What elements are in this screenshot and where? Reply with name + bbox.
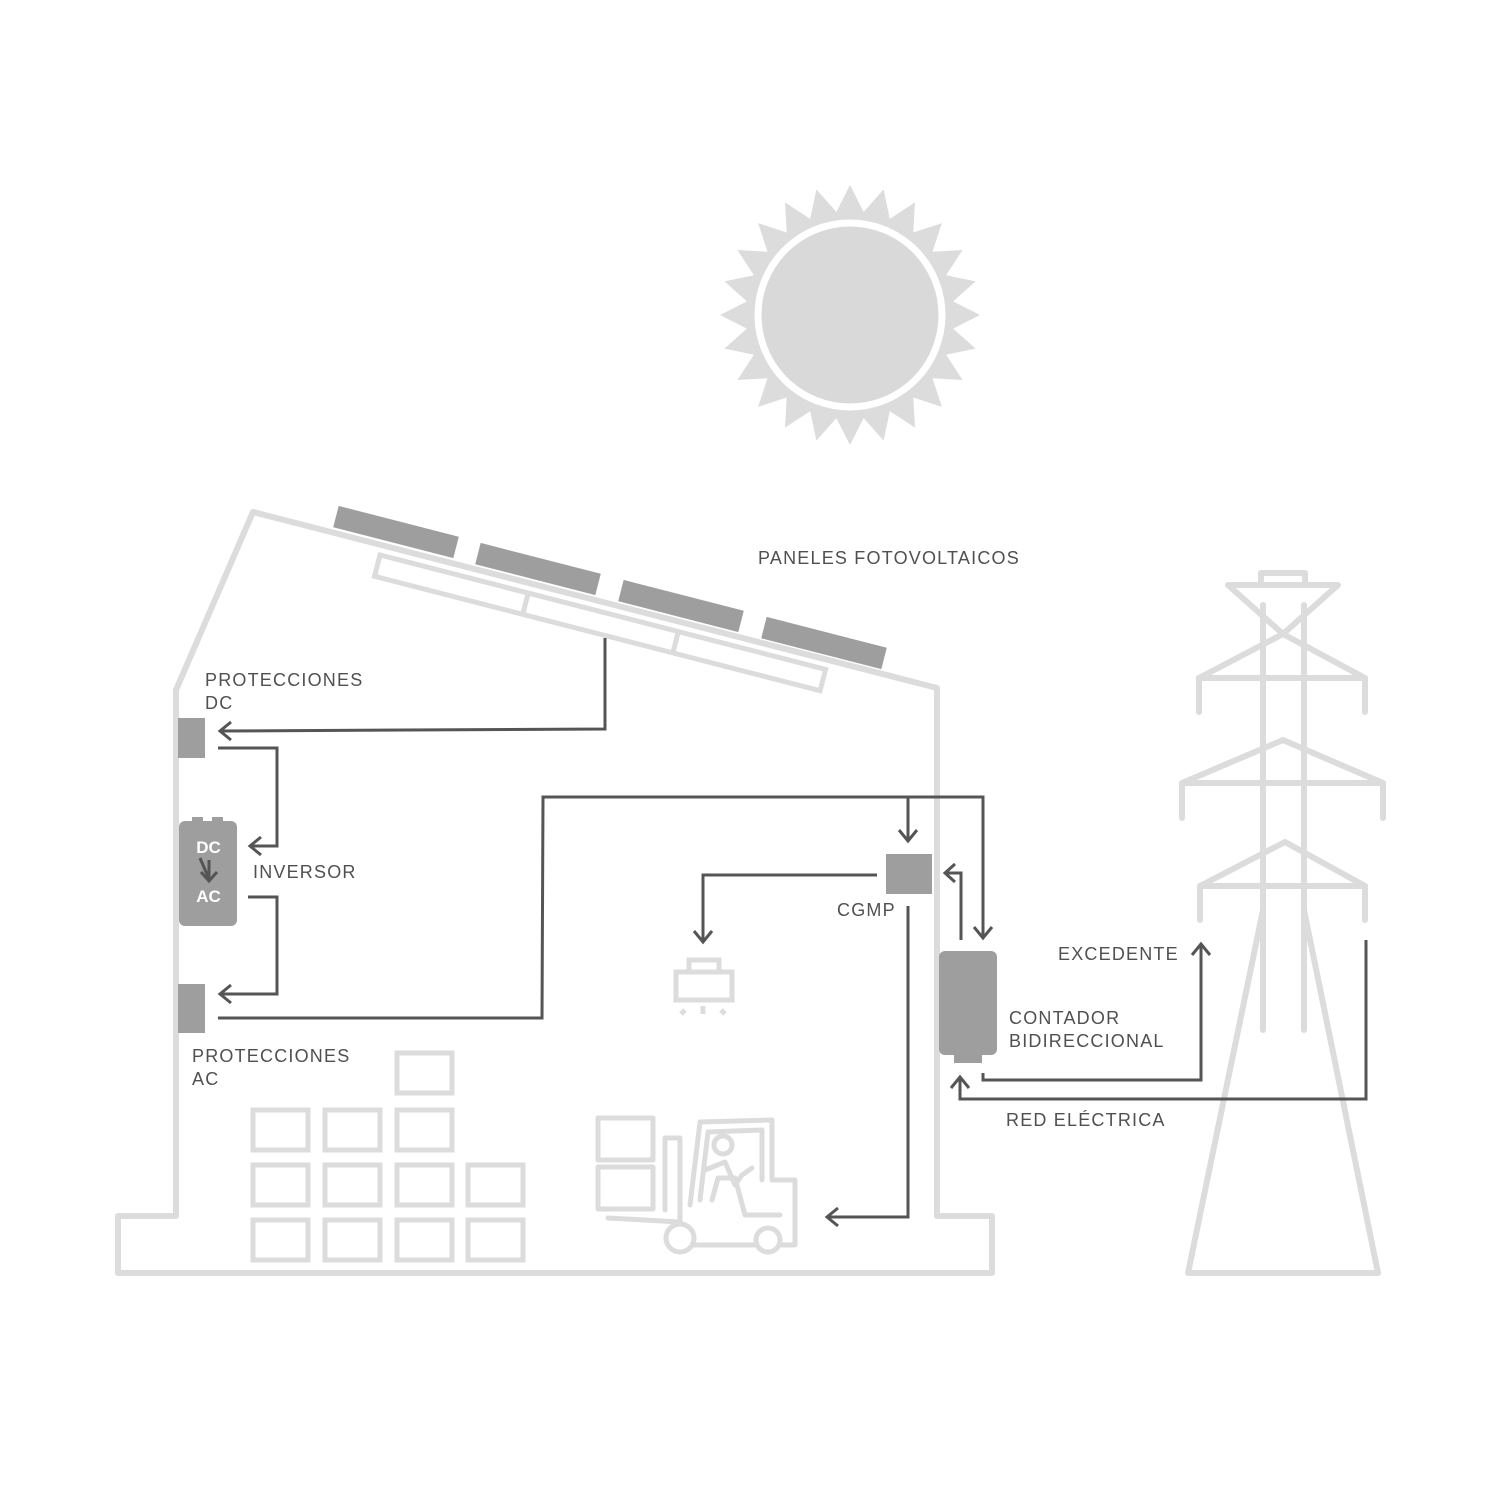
solar-panel (475, 542, 601, 596)
ac-protection-label-line2: AC (192, 1069, 220, 1089)
inverter-label: INVERSOR (253, 862, 357, 882)
ac-protection-label-line1: PROTECCIONES (192, 1046, 351, 1066)
dc-protection-label-line2: DC (205, 693, 234, 713)
grid-label: RED ELÉCTRICA (1006, 1110, 1166, 1130)
ac-protection-box (178, 984, 205, 1033)
solar-panel (333, 505, 459, 559)
solar-panels (333, 505, 887, 670)
solar-panel (761, 616, 887, 670)
inverter-arrow-icon (199, 860, 219, 884)
meter-label: CONTADOR BIDIRECCIONAL (1009, 1007, 1165, 1053)
building-outline (115, 509, 995, 1276)
sun-icon (720, 185, 980, 445)
ac-protection-label: PROTECCIONES AC (192, 1045, 350, 1091)
meter-label-line2: BIDIRECCIONAL (1009, 1031, 1165, 1051)
bidirectional-meter-box (939, 951, 997, 1063)
forklift-icon (595, 1115, 798, 1255)
cgmp-box (886, 854, 932, 894)
surplus-label: EXCEDENTE (1058, 944, 1179, 964)
warehouse-boxes (250, 1050, 526, 1263)
dc-protection-label-line1: PROTECCIONES (205, 670, 364, 690)
inverter-dc-text: DC (196, 838, 221, 857)
panels-label: PANELES FOTOVOLTAICOS (758, 548, 1020, 568)
meter-label-line1: CONTADOR (1009, 1008, 1121, 1028)
power-tower-icon (1179, 570, 1386, 1276)
dc-protection-label: PROTECCIONES DC (205, 669, 363, 715)
cgmp-label: CGMP (837, 900, 896, 920)
panel-support-frame (371, 551, 829, 694)
inverter-ac-text: AC (196, 887, 221, 906)
energy-flow-lines (198, 638, 1368, 1228)
solar-panel (618, 579, 744, 633)
sun-disc (754, 219, 946, 411)
dc-protection-box (178, 718, 205, 758)
ceiling-lamp-icon (673, 957, 735, 1016)
